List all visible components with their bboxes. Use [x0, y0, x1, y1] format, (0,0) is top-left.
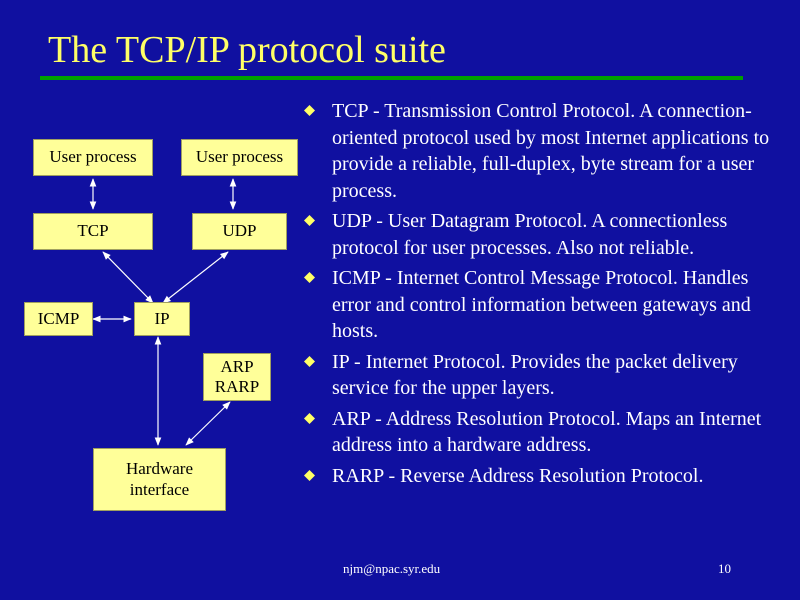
- icmp-box: ICMP: [24, 302, 93, 336]
- title-divider: [40, 76, 743, 80]
- bullet-tcp: TCP - Transmission Control Protocol. A c…: [300, 98, 790, 204]
- hardware-label-line1: Hardware: [125, 459, 193, 479]
- udp-box: UDP: [192, 213, 287, 250]
- footer-email: njm@npac.syr.edu: [343, 561, 441, 576]
- slide-title: The TCP/IP protocol suite: [48, 29, 446, 71]
- bullet-udp-text: UDP - User Datagram Protocol. A connecti…: [332, 210, 728, 259]
- user-process-right-box: User process: [181, 139, 298, 176]
- arrow-arp-hardware: [185, 401, 231, 446]
- diamond-bullet-icon: [304, 215, 315, 226]
- tcp-label: TCP: [77, 221, 109, 241]
- diamond-bullet-icon: [304, 469, 315, 481]
- user-process-left-box: User process: [33, 139, 153, 176]
- bullet-icmp: ICMP - Internet Control Message Protocol…: [300, 265, 790, 345]
- bullet-icmp-text: ICMP - Internet Control Message Protocol…: [332, 267, 751, 342]
- diamond-bullet-icon: [304, 412, 315, 424]
- rarp-label: RARP: [214, 377, 260, 396]
- bullet-udp: UDP - User Datagram Protocol. A connecti…: [300, 208, 790, 261]
- tcp-box: TCP: [33, 213, 153, 250]
- ip-label: IP: [154, 308, 170, 328]
- arp-rarp-box: ARP RARP: [203, 353, 271, 401]
- bullet-ip-text: IP - Internet Protocol. Provides the pac…: [332, 350, 738, 400]
- user-process-right-label: User process: [195, 147, 284, 167]
- udp-label: UDP: [222, 221, 257, 241]
- bullet-tcp-text: TCP - Transmission Control Protocol. A c…: [332, 100, 770, 202]
- bullet-arp: ARP - Address Resolution Protocol. Maps …: [300, 406, 790, 459]
- protocol-bullet-list: TCP - Transmission Control Protocol. A c…: [300, 98, 790, 493]
- bullet-rarp-text: RARP - Reverse Address Resolution Protoc…: [332, 464, 704, 487]
- bullet-rarp: RARP - Reverse Address Resolution Protoc…: [300, 463, 790, 490]
- bullet-arp-text: ARP - Address Resolution Protocol. Maps …: [332, 407, 762, 457]
- ip-box: IP: [134, 302, 190, 336]
- hardware-label-line2: interface: [129, 479, 190, 499]
- bullet-ip: IP - Internet Protocol. Provides the pac…: [300, 349, 790, 402]
- diamond-bullet-icon: [304, 272, 315, 283]
- arrow-udp-ip: [162, 251, 229, 304]
- diamond-bullet-icon: [304, 105, 315, 116]
- icmp-label: ICMP: [37, 308, 80, 328]
- user-process-left-label: User process: [49, 147, 137, 167]
- diamond-bullet-icon: [304, 355, 315, 367]
- page-number: 10: [718, 561, 731, 576]
- arrow-tcp-ip: [102, 251, 154, 304]
- hardware-interface-box: Hardware interface: [93, 448, 226, 511]
- arp-label: ARP: [220, 356, 254, 376]
